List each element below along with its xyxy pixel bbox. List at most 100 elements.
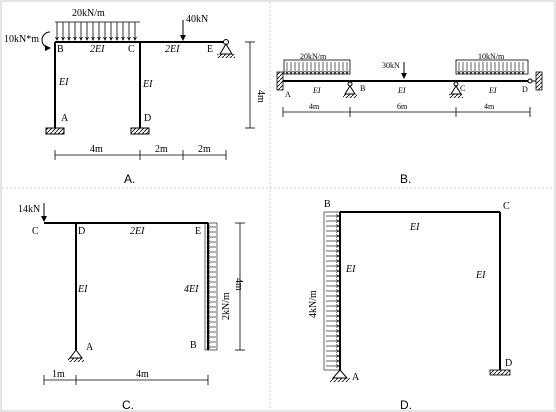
- load-arrowhead: [91, 36, 95, 41]
- load-arrowhead: [335, 259, 340, 263]
- ei-ab: EI: [58, 77, 69, 88]
- node-a-label-c: A: [86, 342, 94, 353]
- load-arrowhead: [335, 294, 340, 298]
- load-arrowhead: [206, 255, 211, 259]
- load-arrowhead: [335, 314, 340, 318]
- dim-height: [245, 41, 255, 129]
- dim-height-label-c: 4m: [233, 278, 244, 291]
- load-arrowhead: [335, 274, 340, 278]
- node-b-label-b: B: [360, 84, 365, 93]
- load-arrowhead: [335, 319, 340, 323]
- load-arrowhead: [335, 349, 340, 353]
- load-arrowhead: [206, 250, 211, 254]
- dim-bottom: [54, 150, 227, 160]
- caption-a: A.: [124, 172, 135, 186]
- load-arrowhead: [335, 354, 340, 358]
- node-e-label: E: [207, 44, 213, 55]
- load-arrowhead: [85, 36, 89, 41]
- load-arrowhead: [133, 36, 137, 41]
- load-arrowhead: [335, 239, 340, 243]
- distributed-load-arrows: [55, 21, 140, 41]
- load-arrowhead: [206, 240, 211, 244]
- load-arrowhead: [206, 280, 211, 284]
- ei-1: EI: [312, 86, 321, 95]
- load-arrowhead: [329, 70, 333, 75]
- load-arrowhead: [335, 279, 340, 283]
- load-arrowhead: [335, 254, 340, 258]
- load-arrowhead: [321, 70, 325, 75]
- panel-c: 14kN 2kN/m 4m C D E A B 2EI EI 4EI: [18, 203, 245, 412]
- point-load-label: 40kN: [186, 14, 208, 25]
- load-label: 20kN/m: [72, 8, 105, 19]
- dim-1-label-b: 4m: [309, 102, 320, 111]
- load-arrowhead: [61, 36, 65, 41]
- load-arrowhead: [309, 70, 313, 75]
- load-arrowhead: [73, 36, 77, 41]
- load-arrowhead: [206, 345, 211, 349]
- dim-2-label: 2m: [155, 144, 168, 155]
- node-b-label-d: B: [324, 199, 331, 210]
- dim-1-label: 4m: [90, 144, 103, 155]
- ground-e: [217, 54, 235, 58]
- load-arrowhead: [67, 36, 71, 41]
- dist-load-1: [283, 59, 351, 75]
- load-arrowhead: [335, 364, 340, 368]
- load-arrowhead: [297, 70, 301, 75]
- ei-de: 2EI: [130, 226, 145, 237]
- dim-bottom-c: [43, 375, 209, 385]
- node-d-label-b: D: [522, 85, 528, 94]
- load-arrowhead: [501, 70, 505, 75]
- ei-2: EI: [397, 86, 406, 95]
- load-arrowhead: [493, 70, 497, 75]
- load-arrowhead: [335, 244, 340, 248]
- load-arrowhead: [335, 249, 340, 253]
- load-arrowhead: [335, 304, 340, 308]
- load-arrowhead: [335, 234, 340, 238]
- load-arrowhead: [206, 275, 211, 279]
- fixed-support-d-d: [489, 369, 511, 376]
- load-arrowhead: [461, 70, 465, 75]
- moment-arrow: [41, 31, 51, 51]
- fixed-support-a: [45, 127, 65, 135]
- load-arrowhead: [517, 70, 521, 75]
- moment-label: 10kN*m: [4, 34, 39, 45]
- load-arrowhead: [335, 299, 340, 303]
- load-arrowhead: [79, 36, 83, 41]
- load-arrowhead: [103, 36, 107, 41]
- load-arrowhead: [301, 70, 305, 75]
- node-d-label: D: [144, 113, 151, 124]
- node-b-label: B: [57, 44, 64, 55]
- dist-load-3: [455, 59, 529, 75]
- ei-ce: 2EI: [165, 44, 180, 55]
- node-c-label-c: C: [32, 226, 39, 237]
- load-arrowhead: [335, 284, 340, 288]
- panel-b: 20kN/m 30kN 10kN/m A B C D EI EI EI: [276, 52, 543, 186]
- dim-height-label: 4m: [255, 90, 266, 103]
- dim-bottom-b: [282, 107, 531, 117]
- load-arrowhead: [325, 70, 329, 75]
- load-arrowhead: [489, 70, 493, 75]
- node-c-label-d: C: [503, 201, 510, 212]
- caption-b: B.: [400, 172, 411, 186]
- load-3-label: 10kN/m: [478, 52, 505, 61]
- load-arrowhead: [313, 70, 317, 75]
- pin-support-a-c: [69, 349, 83, 359]
- load-arrowhead: [97, 36, 101, 41]
- ei-cd: EI: [142, 79, 153, 90]
- load-arrowhead: [457, 70, 461, 75]
- load-arrowhead: [341, 70, 345, 75]
- caption-d: D.: [400, 398, 412, 412]
- load-arrowhead: [206, 330, 211, 334]
- ei-da: EI: [77, 284, 88, 295]
- load-arrowhead: [206, 315, 211, 319]
- load-arrowhead: [206, 340, 211, 344]
- load-arrowhead: [317, 70, 321, 75]
- caption-c: C.: [122, 398, 134, 412]
- support-b: [344, 85, 356, 95]
- load-arrowhead: [293, 70, 297, 75]
- load-arrowhead: [335, 219, 340, 223]
- load-arrowhead: [206, 225, 211, 229]
- load-arrowhead: [335, 339, 340, 343]
